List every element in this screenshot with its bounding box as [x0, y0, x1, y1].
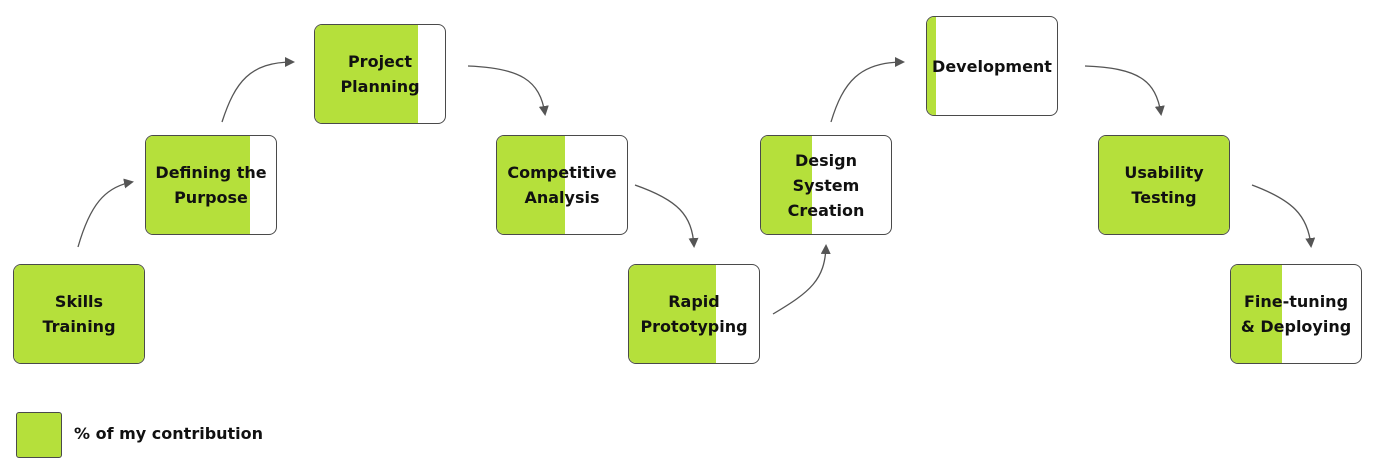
- step-label: Fine-tuning & Deploying: [1240, 292, 1352, 336]
- contribution-fill: [497, 136, 565, 234]
- contribution-fill: [1231, 265, 1282, 363]
- contribution-fill: [146, 136, 250, 234]
- arrow-development-to-usability: [1084, 65, 1165, 116]
- step-development: Development: [926, 16, 1058, 116]
- arrow-planning-to-competitive: [467, 65, 549, 116]
- step-label: Competitive Analysis: [507, 163, 617, 207]
- step-label: Design System Creation: [787, 150, 865, 220]
- arrow-design-to-development: [830, 57, 905, 123]
- step-label: Skills Training: [42, 292, 116, 336]
- arrow-purpose-to-planning: [221, 57, 295, 123]
- arrow-skills-to-purpose: [77, 178, 134, 248]
- step-usability-testing: Usability Testing: [1098, 135, 1230, 235]
- contribution-fill: [927, 17, 937, 115]
- contribution-fill: [1099, 136, 1229, 234]
- legend-swatch: [16, 412, 62, 458]
- contribution-fill: [14, 265, 144, 363]
- step-label: Project Planning: [340, 52, 420, 96]
- legend-label: % of my contribution: [74, 424, 264, 443]
- step-defining-the-purpose: Defining the Purpose: [145, 135, 277, 235]
- step-label: Usability Testing: [1124, 163, 1204, 207]
- step-skills-training: Skills Training: [13, 264, 145, 364]
- step-label: Defining the Purpose: [155, 163, 267, 207]
- arrow-competitive-to-rapid: [634, 184, 699, 248]
- step-label: Rapid Prototyping: [640, 292, 748, 336]
- arrow-usability-to-finetuning: [1251, 184, 1316, 248]
- arrow-rapid-to-design: [772, 244, 831, 315]
- step-rapid-prototyping: Rapid Prototyping: [628, 264, 760, 364]
- step-label: Development: [932, 56, 1052, 76]
- step-competitive-analysis: Competitive Analysis: [496, 135, 628, 235]
- contribution-fill: [629, 265, 717, 363]
- step-fine-tuning-deploying: Fine-tuning & Deploying: [1230, 264, 1362, 364]
- step-design-system-creation: Design System Creation: [760, 135, 892, 235]
- step-project-planning: Project Planning: [314, 24, 446, 124]
- contribution-fill: [315, 25, 418, 123]
- contribution-fill: [761, 136, 812, 234]
